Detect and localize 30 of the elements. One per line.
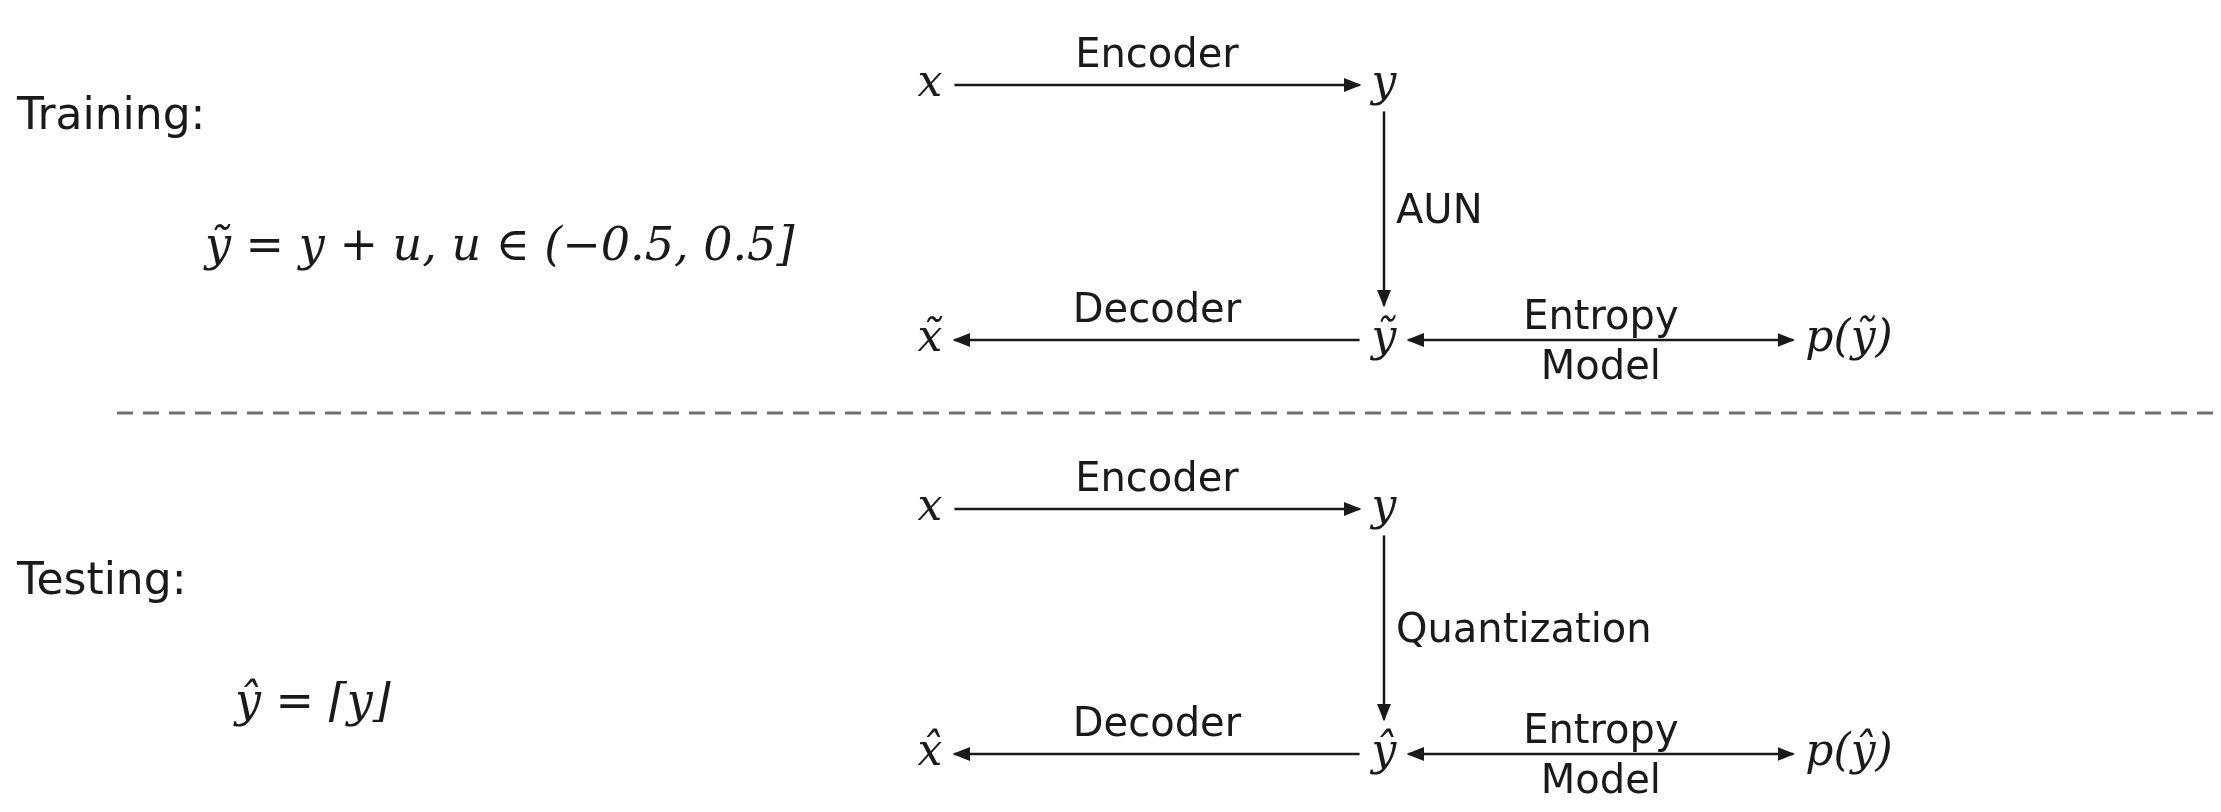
arrow bbox=[952, 747, 1360, 761]
edge-label: AUN bbox=[1396, 184, 1483, 233]
math-symbol: y bbox=[1367, 478, 1401, 532]
math-symbol: p(ŷ) bbox=[1801, 723, 1897, 777]
math-symbol: ŷ bbox=[1367, 723, 1401, 777]
arrow bbox=[954, 78, 1362, 92]
arrow bbox=[1377, 535, 1391, 722]
arrow bbox=[1406, 747, 1796, 761]
edge-label: Entropy Model bbox=[1523, 291, 1679, 390]
math-symbol: x̃ bbox=[913, 309, 947, 363]
edge-label: Decoder bbox=[1072, 698, 1242, 746]
section-heading: Training: bbox=[17, 87, 206, 139]
edge-label: Encoder bbox=[1075, 453, 1239, 501]
edge-label: Entropy Model bbox=[1523, 705, 1679, 804]
formula: ŷ = ⌈y⌋ bbox=[235, 673, 391, 727]
arrow bbox=[1377, 111, 1391, 308]
arrow bbox=[1406, 333, 1796, 347]
formula: ỹ = y + u, u ∈ (−0.5, 0.5] bbox=[205, 217, 795, 271]
math-symbol: ỹ bbox=[1367, 309, 1401, 363]
arrow bbox=[952, 333, 1360, 347]
math-symbol: y bbox=[1367, 54, 1401, 108]
edge-label: Encoder bbox=[1075, 29, 1239, 77]
math-symbol: p(ỹ) bbox=[1801, 309, 1897, 363]
math-symbol: x bbox=[913, 54, 947, 108]
edge-label: Quantization bbox=[1396, 603, 1652, 652]
section-heading: Testing: bbox=[17, 552, 187, 604]
math-symbol: x bbox=[913, 478, 947, 532]
edge-label: Decoder bbox=[1072, 284, 1242, 332]
arrow bbox=[954, 502, 1362, 516]
math-symbol: x̂ bbox=[913, 723, 947, 777]
